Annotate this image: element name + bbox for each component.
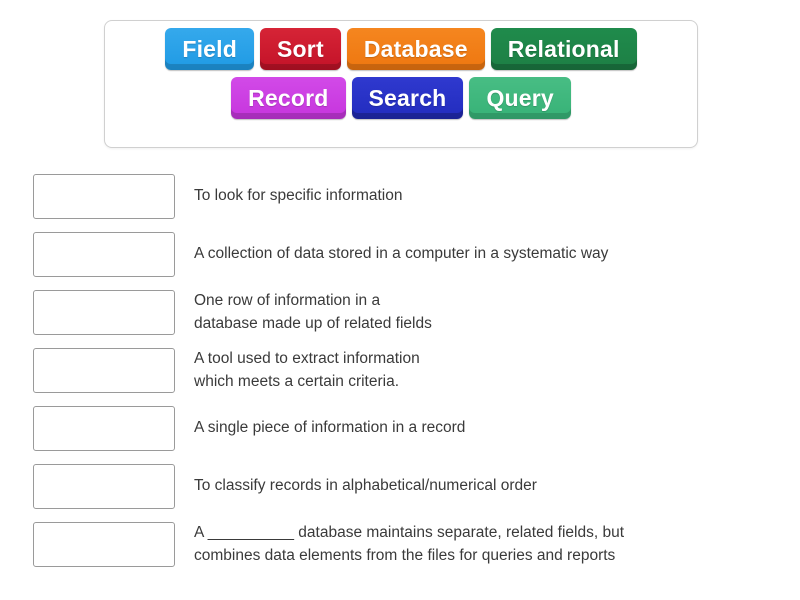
answer-tile-label: Record [248,84,329,111]
answer-tile-label: Relational [507,35,620,62]
answer-tile-label: Database [363,35,468,62]
tile-row-bottom: Record Search Query [105,70,697,119]
answer-tile-label: Field [182,35,238,62]
answer-drop-zone[interactable] [33,290,175,335]
definition-text: A single piece of information in a recor… [194,419,466,437]
answer-tile-record[interactable]: Record [231,77,346,119]
definition-text: A __________ database maintains separate… [194,524,625,564]
definition-text: A collection of data stored in a compute… [194,245,609,263]
tile-row-top: Field Sort Database Relational [105,21,697,70]
definition-text: A tool used to extract information which… [194,350,420,390]
definition-row: To look for specific information [33,174,778,219]
answer-tile-search[interactable]: Search [351,77,464,119]
definition-row: To classify records in alphabetical/nume… [33,464,778,509]
definition-row: A collection of data stored in a compute… [33,232,778,277]
definition-row: One row of information in a database mad… [33,290,778,335]
answer-drop-zone[interactable] [33,174,175,219]
answer-drop-zone[interactable] [33,464,175,509]
answer-drop-zone[interactable] [33,522,175,567]
answer-drop-zone[interactable] [33,406,175,451]
answer-tile-tray: Field Sort Database Relational Record Se… [104,20,698,148]
answer-tile-query[interactable]: Query [469,77,571,119]
answer-tile-label: Sort [277,35,324,62]
answer-tile-database[interactable]: Database [346,28,485,70]
answer-tile-label: Query [486,84,554,111]
answer-tile-sort[interactable]: Sort [260,28,341,70]
definition-row: A tool used to extract information which… [33,348,778,393]
answer-tile-field[interactable]: Field [165,28,255,70]
definition-text: To look for specific information [194,187,403,205]
definition-row: A single piece of information in a recor… [33,406,778,451]
answer-tile-label: Search [368,84,447,111]
definition-text: One row of information in a database mad… [194,292,432,332]
definition-row: A __________ database maintains separate… [33,522,778,567]
answer-drop-zone[interactable] [33,348,175,393]
definition-text: To classify records in alphabetical/nume… [194,477,537,495]
answer-tile-relational[interactable]: Relational [491,28,637,70]
definition-list: To look for specific information A colle… [33,174,778,580]
answer-drop-zone[interactable] [33,232,175,277]
